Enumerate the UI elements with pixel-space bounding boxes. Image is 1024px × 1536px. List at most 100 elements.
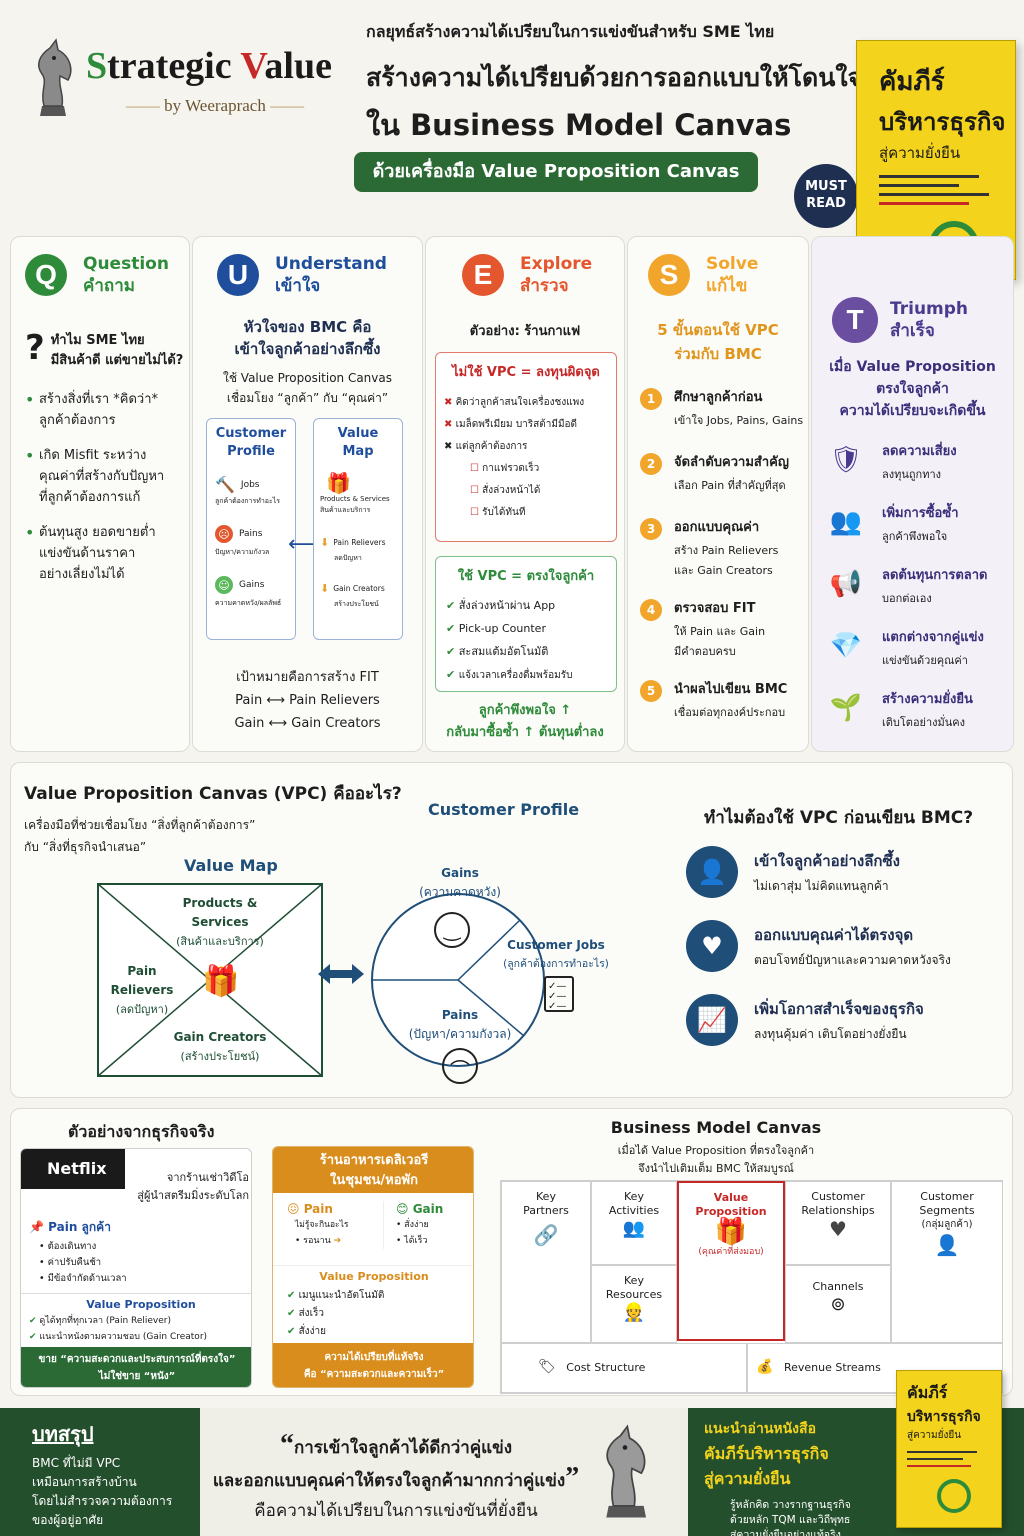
q-column: Q Question คำถาม ? ทำไม SME ไทย มีสินค้า…	[10, 236, 190, 752]
header-title-2: ใน Business Model Canvas	[366, 108, 792, 142]
t-list: 🛡ลดความเสี่ยงลงทุนถูกทาง 👥เพิ่มการซื้อซ้…	[826, 440, 1012, 750]
check-icon: ✔	[446, 668, 456, 681]
t-column: T Triumph สำเร็จ	[811, 236, 1014, 752]
s-letter: S	[648, 254, 690, 296]
gain-face-icon: 😊	[396, 1202, 409, 1216]
q-th: คำถาม	[83, 276, 135, 296]
team-icon: 👥	[622, 1218, 646, 1239]
vpc-desc: เครื่องมือที่ช่วยเชื่อมโยง “สิ่งที่ลูกค้…	[24, 818, 256, 854]
channels-icon: ⊚	[830, 1294, 846, 1315]
header-pill: ด้วยเครื่องมือ Value Proposition Canvas	[354, 152, 758, 192]
vpc-customer-profile-label: Customer Profile	[428, 800, 580, 819]
e-letter: E	[462, 254, 504, 296]
q-bullet: เกิด Misfit ระหว่างคุณค่าที่สร้างกับปัญห…	[25, 445, 189, 508]
q-bullet: สร้างสิ่งที่เรา *คิดว่า*ลูกค้าต้องการ	[25, 389, 189, 431]
vpc-gains: Gains(ความคาดหวัง)	[419, 866, 501, 899]
vpc-smile-icon: ‿	[434, 912, 470, 948]
check-icon: ✔	[446, 645, 456, 658]
check-icon: ✔	[29, 1332, 37, 1342]
vpc-diagram	[97, 883, 545, 1077]
vpc-checklist-icon: ✓—✓—✓—	[544, 976, 574, 1012]
check-icon: ✔	[287, 1308, 296, 1319]
pain-face-icon: 😖	[287, 1202, 300, 1216]
bmc-desc: เมื่อได้ Value Proposition ที่ตรงใจลูกค้…	[617, 1144, 815, 1175]
money-bag-icon: 💰	[756, 1359, 774, 1375]
vpc-gain-creators: Gain Creators(สร้างประโยชน์)	[173, 1030, 267, 1063]
hammer-icon: 🔨	[215, 475, 235, 494]
brand-title: Strategic Value	[86, 45, 332, 87]
check-icon: ✔	[446, 622, 456, 635]
why-list: 👤เข้าใจลูกค้าอย่างลึกซึ้งไม่เดาสุ่ม ไม่ค…	[686, 846, 1006, 1068]
check-icon: ✔	[287, 1290, 296, 1301]
real-title: ตัวอย่างจากธุรกิจจริง	[68, 1122, 215, 1141]
users-icon: 👥	[829, 507, 863, 537]
down-arrow-icon: ⬇	[320, 536, 330, 549]
x-icon: ✖	[444, 441, 453, 452]
question-mark-icon: ?	[25, 328, 45, 368]
check-icon: ✔	[29, 1316, 37, 1326]
header-kicker: กลยุทธ์สร้างความได้เปรียบในการแข่งขันสำห…	[366, 22, 775, 41]
vpc-title: Value Proposition Canvas (VPC) คืออะไร?	[24, 784, 402, 804]
q-letter: Q	[25, 254, 67, 296]
u-letter: U	[217, 254, 259, 296]
why-title: ทำไมต้องใช้ VPC ก่อนเขียน BMC?	[704, 808, 974, 828]
vpc-pains: Pains(ปัญหา/ความกังวล)	[408, 1008, 512, 1041]
u-column: U Understand เข้าใจ	[192, 236, 423, 752]
target-heart-icon: ♥	[686, 920, 738, 972]
vpc-pain-relievers: Pain Relievers(ลดปัญหา)	[110, 964, 174, 1016]
e-result: ลูกค้าพึงพอใจ ↑กลับมาซื้อซ้ำ ↑ ต้นทุนต่ำ…	[446, 703, 604, 740]
bmc-title: Business Model Canvas	[610, 1118, 822, 1137]
sprout-icon: 🌱	[829, 693, 863, 723]
e-good-box: ใช้ VPC = ตรงใจลูกค้า ✔ สั่งล่วงหน้าผ่าน…	[435, 556, 617, 692]
book-cover-bottom: คัมภีร์ บริหารธุรกิจ สู่ความยั่งยืน	[896, 1370, 1002, 1528]
megaphone-icon: 📢	[829, 569, 863, 599]
tag-icon: 🏷	[538, 1359, 556, 1375]
x-icon: ✖	[444, 419, 453, 430]
vpc-customer-jobs: Customer Jobs(ลูกค้าต้องการทำอะไร)	[503, 938, 609, 970]
s-column: S Solve แก้ไข	[627, 236, 809, 752]
up-arrow-icon: ⬇	[320, 582, 330, 595]
sad-face-icon: ☹	[215, 525, 233, 543]
knight-icon	[590, 1416, 660, 1532]
vpc-sad-icon: ⌒	[442, 1048, 478, 1084]
bmc-channels: Channels⊚	[785, 1265, 891, 1343]
gift-icon: 🎁	[714, 1217, 748, 1247]
vpc-value-map-label: Value Map	[184, 856, 278, 875]
chain-icon: 🔗	[533, 1223, 559, 1247]
footer-quote: “การเข้าใจลูกค้าได้ดีกว่าคู่แข่ง และออกแ…	[212, 1429, 580, 1522]
growth-chart-icon: 📈	[686, 994, 738, 1046]
u-heading: หัวใจของ BMC คือเข้าใจลูกค้าอย่างลึกซึ้ง	[234, 318, 381, 358]
t-letter: T	[832, 297, 878, 343]
check-icon: ✔	[446, 599, 456, 612]
diamond-icon: 💎	[829, 631, 863, 661]
e-example: ตัวอย่าง: ร้านกาแฟ	[469, 324, 581, 339]
checkbox-icon: ☐	[470, 485, 479, 496]
segment-icon: 👤	[934, 1233, 960, 1257]
header-title-1: สร้างความได้เปรียบด้วยการออกแบบให้โดนใจล…	[366, 63, 924, 92]
gift-icon: 🎁	[326, 471, 351, 495]
vpc-gift-icon: 🎁	[202, 964, 240, 999]
x-icon: ✖	[444, 397, 453, 408]
shield-icon: 🛡	[829, 445, 863, 475]
bmc-cost-structure: 🏷 Cost Structure	[501, 1343, 747, 1393]
checkbox-icon: ☐	[470, 463, 479, 474]
customer-icon: 👤	[686, 846, 738, 898]
worker-icon: 👷	[622, 1302, 646, 1323]
e-bad-box: ไม่ใช้ VPC = ลงทุนผิดจุด ✖ คิดว่าลูกค้าส…	[435, 352, 617, 542]
